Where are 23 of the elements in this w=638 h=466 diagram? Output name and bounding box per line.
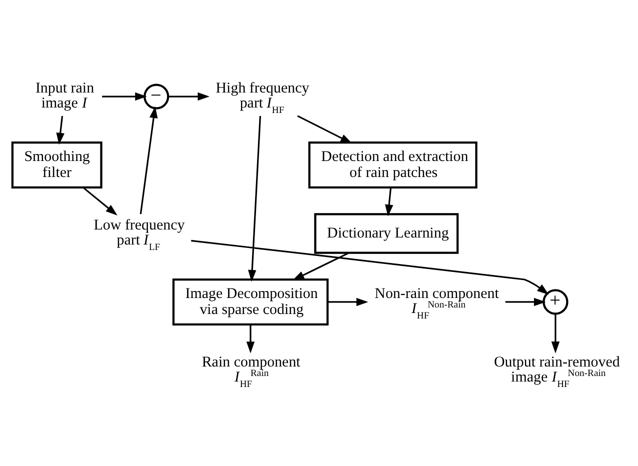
- arrow: [168, 92, 210, 100]
- node-box: Detection and extraction of rain patches: [308, 140, 478, 188]
- arrow: [140, 106, 158, 214]
- node-text: Low frequency part I$_{LF}$: [94, 216, 185, 252]
- node-text: High frequency part I$_{HF}$: [216, 80, 310, 116]
- node-box: Smoothing filter: [11, 140, 102, 188]
- arrow: [551, 314, 560, 353]
- node-circle: +: [542, 288, 568, 314]
- arrow: [292, 252, 350, 280]
- arrow: [246, 324, 255, 353]
- arrow: [328, 297, 368, 306]
- arrow: [248, 115, 262, 282]
- node-text: Input rain image I: [35, 80, 94, 111]
- arrow: [191, 239, 549, 294]
- arrow: [297, 114, 352, 143]
- arrow: [82, 186, 118, 216]
- arrow: [505, 297, 546, 306]
- arrow: [384, 187, 394, 216]
- node-box: Image Decomposition via sparse coding: [172, 278, 329, 326]
- arrow: [56, 116, 64, 144]
- node-box: Dictionary Learning: [314, 212, 459, 254]
- arrow: [102, 92, 147, 100]
- node-circle: −: [144, 83, 170, 109]
